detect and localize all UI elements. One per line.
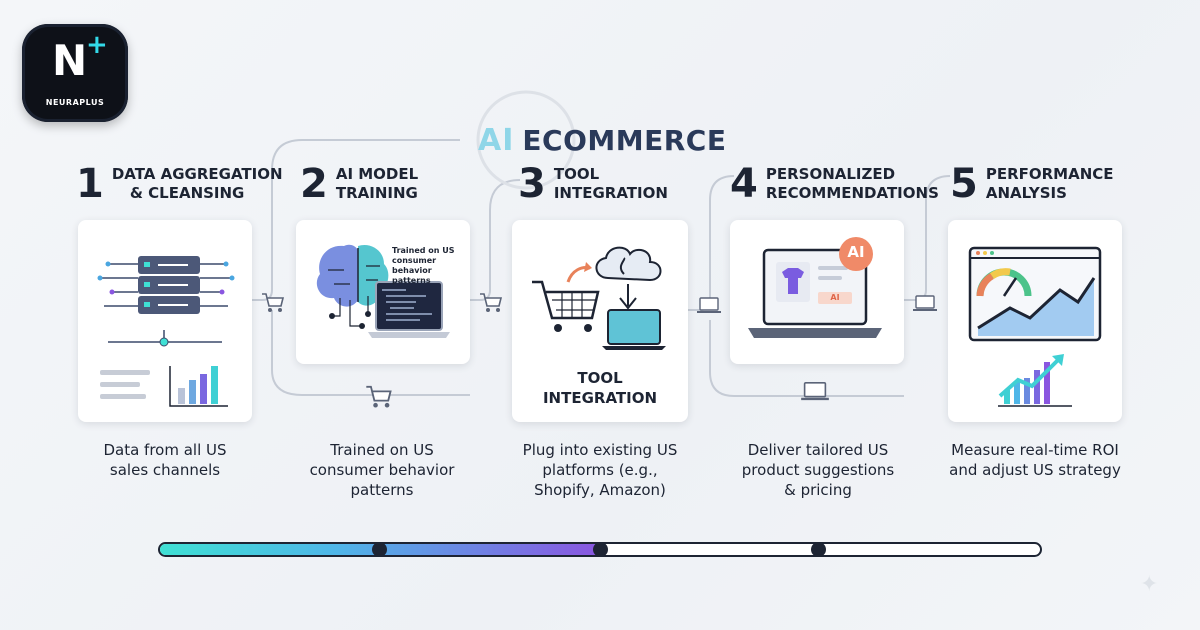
sparkle-icon: ✦ xyxy=(1140,572,1159,597)
step-5-description-line2: and adjust US strategy xyxy=(949,461,1121,479)
shopping-cart-icon xyxy=(262,293,285,312)
step-2-title: AI MODEL TRAINING xyxy=(336,162,418,203)
brand-title: AI ECOMMERCE xyxy=(478,118,726,162)
step-4-title: PERSONALIZED RECOMMENDATIONS xyxy=(766,162,939,203)
step-4-title-line2: RECOMMENDATIONS xyxy=(765,184,939,202)
laptop-icon xyxy=(913,295,937,311)
step-2-header: 2 AI MODEL TRAINING xyxy=(300,162,418,206)
step-3-card-label-line2: INTEGRATION xyxy=(542,389,658,407)
step-1-title-line2: & CLEANSING xyxy=(129,184,245,202)
step-1-card xyxy=(78,220,252,422)
step-2-description-line3: patterns xyxy=(350,481,414,499)
logo-letter: N xyxy=(52,36,88,85)
step-5-title-line1: PERFORMANCE xyxy=(985,165,1114,183)
step-1-title-line1: DATA AGGREGATION xyxy=(111,165,283,183)
progress-marker-3 xyxy=(810,542,826,557)
brand-text: ECOMMERCE xyxy=(522,123,727,157)
step-3-header: 3 TOOL INTEGRATION xyxy=(518,162,668,206)
ai-tag: AI xyxy=(830,293,840,302)
step-3-description-line3: Shopify, Amazon) xyxy=(534,481,666,499)
step-5-description: Measure real-time ROI and adjust US stra… xyxy=(935,440,1135,480)
laptop-icon xyxy=(697,297,721,313)
step-4-title-line1: PERSONALIZED xyxy=(765,165,896,183)
step-3-description: Plug into existing US platforms (e.g., S… xyxy=(500,440,700,500)
step-3-card-label: TOOL INTEGRATION xyxy=(512,368,688,408)
step-3-title: TOOL INTEGRATION xyxy=(554,162,668,203)
step-4-description-line2: product suggestions xyxy=(741,461,895,479)
neuraplus-logo: N + NEURAPLUS xyxy=(22,24,128,122)
step-4-number: 4 xyxy=(730,161,758,207)
step-5-title-line2: ANALYSIS xyxy=(985,184,1067,202)
logo-plus: + xyxy=(86,30,108,60)
progress-marker-2 xyxy=(592,542,608,557)
step-3-description-line2: platforms (e.g., xyxy=(542,461,658,479)
step-2-card: Trained on US consumer behavior patterns xyxy=(296,220,470,364)
step-1-description-line1: Data from all US xyxy=(103,441,227,459)
server-stack-icon xyxy=(97,256,235,407)
step-4-description-line1: Deliver tailored US xyxy=(747,441,889,459)
step-5-card xyxy=(948,220,1122,422)
laptop-icon xyxy=(801,381,829,401)
tool-integration-icon xyxy=(532,246,666,350)
step-4-header: 4 PERSONALIZED RECOMMENDATIONS xyxy=(730,162,939,206)
step-2-description-line2: consumer behavior xyxy=(309,461,455,479)
step-2-title-line2: TRAINING xyxy=(335,184,418,202)
step-3-number: 3 xyxy=(518,161,546,207)
step-5-title: PERFORMANCE ANALYSIS xyxy=(986,162,1114,203)
step-1-title: DATA AGGREGATION & CLEANSING xyxy=(112,162,283,203)
step-2-number: 2 xyxy=(300,161,328,207)
step-5-description-line1: Measure real-time ROI xyxy=(951,441,1119,459)
step-2-description: Trained on US consumer behavior patterns xyxy=(282,440,482,500)
step-5-header: 5 PERFORMANCE ANALYSIS xyxy=(950,162,1114,206)
step-4-description-line3: & pricing xyxy=(784,481,852,499)
logo-name: NEURAPLUS xyxy=(45,98,105,107)
step-1-number: 1 xyxy=(76,161,104,207)
step-2-description-line1: Trained on US xyxy=(330,441,434,459)
step-1-description-line2: sales channels xyxy=(109,461,221,479)
progress-marker-1 xyxy=(371,542,387,557)
step-4-description: Deliver tailored US product suggestions … xyxy=(718,440,918,500)
ai-badge-icon: AI xyxy=(847,243,865,261)
step-1-header: 1 DATA AGGREGATION & CLEANSING xyxy=(76,162,283,206)
recommendation-laptop-icon xyxy=(748,237,882,338)
step-1-description: Data from all US sales channels xyxy=(65,440,265,480)
step-5-number: 5 xyxy=(950,161,978,207)
step-2-card-note: Trained on US consumer behavior patterns xyxy=(392,246,455,285)
step-3-card-label-line1: TOOL xyxy=(577,369,623,387)
step-3-title-line1: TOOL xyxy=(553,165,600,183)
brand-ai: AI xyxy=(478,122,515,158)
shopping-cart-icon xyxy=(480,293,503,312)
performance-dashboard-icon xyxy=(968,246,1102,407)
step-3-description-line1: Plug into existing US xyxy=(522,441,678,459)
step-3-card: TOOL INTEGRATION xyxy=(512,220,688,422)
shopping-cart-icon xyxy=(366,385,392,408)
ai-brain-laptop-icon xyxy=(316,244,450,338)
step-3-title-line2: INTEGRATION xyxy=(553,184,668,202)
step-4-card: AI AI xyxy=(730,220,904,364)
step-2-title-line1: AI MODEL xyxy=(335,165,419,183)
